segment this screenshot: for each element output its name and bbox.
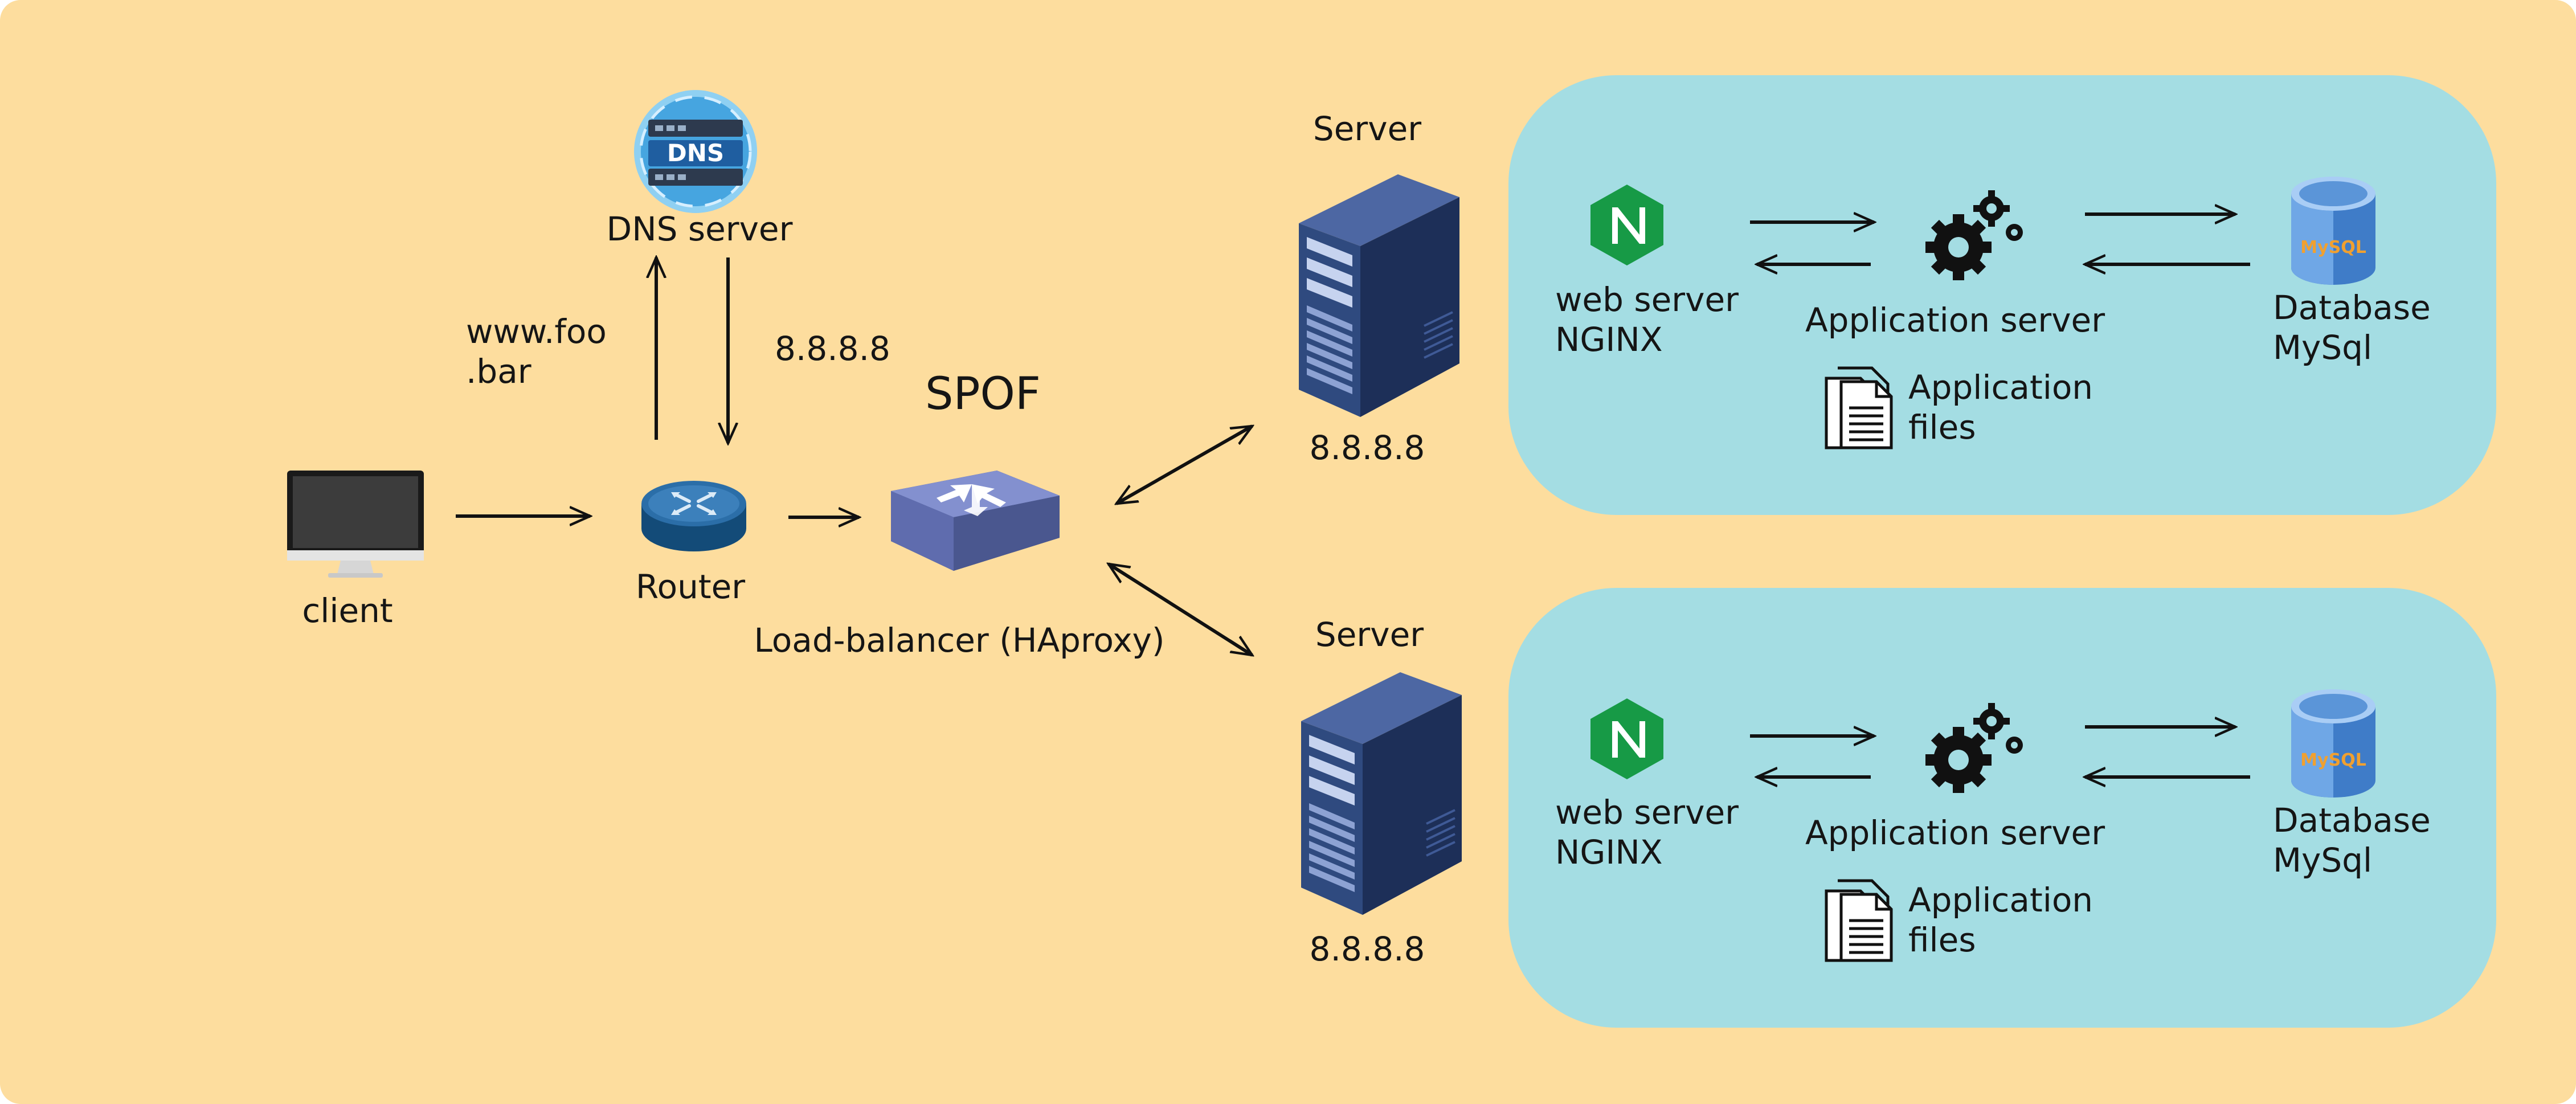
load-balancer-icon xyxy=(886,448,1064,582)
server-panel-2 xyxy=(1508,588,2496,1028)
documents-icon xyxy=(1824,365,1895,450)
dns-ip-label: 8.8.8.8 xyxy=(775,329,890,368)
documents-icon xyxy=(1824,877,1895,963)
dns-badge-text: DNS xyxy=(667,139,724,167)
database-1-line1: Database xyxy=(2273,288,2431,327)
app-files-2-line2: files xyxy=(1908,921,1976,959)
router-icon xyxy=(638,472,750,556)
mysql-logo-text-1: MySQL xyxy=(2300,238,2366,257)
load-balancer-label: Load-balancer (HAproxy) xyxy=(754,621,1165,660)
server-2-ip: 8.8.8.8 xyxy=(1309,930,1425,968)
server-rack-icon xyxy=(1295,670,1466,916)
web-server-2-line1: web server xyxy=(1555,793,1739,832)
database-2-line1: Database xyxy=(2273,801,2431,840)
gears-icon xyxy=(1923,188,2026,285)
database-2-line2: MySql xyxy=(2273,841,2373,880)
dns-server-label: DNS server xyxy=(606,210,793,248)
server-panel-1 xyxy=(1508,75,2496,515)
app-files-1-line2: files xyxy=(1908,408,1976,447)
app-files-1-line1: Application xyxy=(1908,368,2093,407)
gears-icon xyxy=(1923,701,2026,798)
app-server-1-label: Application server xyxy=(1805,301,2105,340)
router-label: Router xyxy=(635,567,746,606)
app-files-2-line1: Application xyxy=(1908,881,2093,919)
server-1-title: Server xyxy=(1312,109,1422,148)
nginx-logo-icon xyxy=(1587,182,1667,268)
server-rack-icon xyxy=(1293,172,1464,418)
client-label: client xyxy=(302,591,393,630)
server-1-ip: 8.8.8.8 xyxy=(1309,428,1425,467)
web-server-1-line1: web server xyxy=(1555,280,1739,319)
spof-label: SPOF xyxy=(925,369,1041,420)
database-1-line2: MySql xyxy=(2273,328,2373,367)
server-2-title: Server xyxy=(1315,615,1424,654)
domain-label-line1: www.foo xyxy=(466,312,607,351)
web-server-1-line2: NGINX xyxy=(1555,320,1663,359)
mysql-database-icon: MySQL xyxy=(2288,174,2379,287)
mysql-logo-text-2: MySQL xyxy=(2300,750,2366,770)
web-server-2-line2: NGINX xyxy=(1555,833,1663,872)
arrow-lb-server1 xyxy=(1117,426,1252,504)
dns-globe-icon: DNS xyxy=(631,89,760,214)
domain-label-line2: .bar xyxy=(466,352,531,391)
mysql-database-icon: MySQL xyxy=(2288,687,2379,800)
nginx-logo-icon xyxy=(1587,696,1667,782)
arrow-lb-server2 xyxy=(1109,564,1252,655)
monitor-icon xyxy=(285,468,426,583)
app-server-2-label: Application server xyxy=(1805,813,2105,852)
